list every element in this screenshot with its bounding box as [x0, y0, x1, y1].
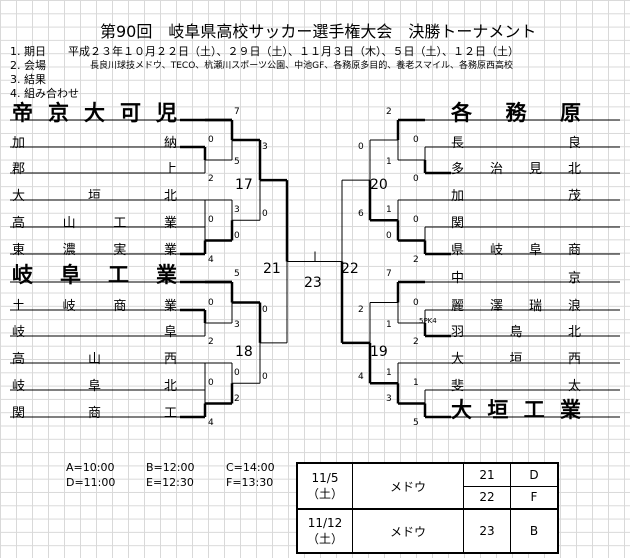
- right-score: 0: [413, 298, 419, 308]
- right-team-12: 大垣工業: [451, 398, 581, 422]
- left-team-7: 岐阜工業: [12, 263, 177, 287]
- left-team-5: 高山工業: [12, 216, 177, 231]
- left-team-3: 郡上: [12, 162, 177, 177]
- schedule-table: 11/5（土） メドウ 21 D 22 F 11/12（土） メドウ 23 B: [296, 462, 559, 554]
- left-team-8: 土岐商業: [12, 299, 177, 314]
- left-score-r2: 3: [234, 320, 240, 330]
- info-venue-label: 2. 会場: [10, 59, 46, 72]
- right-score-qf: 0: [358, 142, 364, 152]
- left-team-1: 帝京大可児: [12, 101, 177, 125]
- schedule-game-slot: F: [510, 485, 559, 510]
- left-score-qf: 3: [262, 142, 268, 152]
- right-team-7: 中京: [451, 271, 581, 286]
- match-21: 21: [263, 261, 281, 277]
- right-score: 0: [413, 174, 419, 184]
- right-team-1: 各務原: [451, 101, 581, 125]
- right-score-r2: 1: [386, 320, 392, 330]
- match-17: 17: [235, 177, 253, 193]
- schedule-game-no: 22: [463, 485, 511, 510]
- schedule-game-no: 21: [463, 462, 511, 487]
- schedule-date-2: 11/12（土）: [296, 508, 353, 554]
- right-score-qf: 4: [358, 372, 364, 383]
- left-score-r2: 5: [234, 157, 240, 167]
- info-venue-detail: 長良川球技メドウ、TECO、杭瀬川スポーツ公園、中池GF、各務原多目的、養老スマ…: [90, 61, 513, 71]
- right-score-qf: 6: [358, 209, 364, 220]
- match-23: 23: [304, 275, 322, 291]
- right-team-2: 長良: [451, 136, 581, 151]
- match-19: 19: [370, 344, 388, 360]
- left-score: 5: [234, 269, 240, 279]
- left-score: 4: [208, 255, 214, 265]
- schedule-venue-1: メドウ: [352, 462, 464, 510]
- left-team-12: 関商工: [12, 406, 177, 421]
- right-team-11: 斐太: [451, 379, 581, 394]
- info-dates: 1. 期日 平成２３年１０月２２日（土）、２９日（土）、１１月３日（木）、５日（…: [10, 45, 519, 58]
- right-score: 0: [413, 135, 419, 145]
- left-team-4: 大垣北: [12, 189, 177, 204]
- schedule-game-slot: B: [510, 508, 559, 554]
- info-result: 3. 結果: [10, 73, 46, 86]
- left-score: 0: [208, 135, 214, 145]
- match-20: 20: [370, 177, 388, 193]
- left-score: 0: [208, 378, 214, 388]
- left-team-11: 岐阜北: [12, 379, 177, 394]
- left-score: 2: [208, 174, 214, 184]
- left-score: 2: [208, 337, 214, 347]
- time-d: D=11:00: [66, 476, 116, 489]
- time-c: C=14:00: [226, 461, 275, 474]
- schedule-game-no: 23: [463, 508, 511, 554]
- left-score: 4: [208, 418, 214, 428]
- left-score: 0: [234, 368, 240, 378]
- schedule-venue-2: メドウ: [352, 508, 464, 554]
- pk-note: 5PK4: [419, 317, 437, 325]
- right-score: 5: [413, 418, 419, 428]
- left-score: 3: [234, 205, 240, 215]
- right-score: 7: [386, 269, 392, 279]
- left-score: 0: [208, 298, 214, 308]
- left-score-r2: 0: [234, 230, 240, 241]
- right-score: 1: [386, 368, 392, 378]
- right-team-4: 加茂: [451, 189, 581, 204]
- left-score-qf: 0: [262, 372, 268, 383]
- time-b: B=12:00: [146, 461, 195, 474]
- right-team-10: 大垣西: [451, 352, 581, 367]
- match-22: 22: [341, 261, 359, 277]
- right-team-8: 麗澤瑞浪: [451, 299, 581, 314]
- left-score-r2: 2: [234, 393, 240, 404]
- right-score: 1: [386, 205, 392, 215]
- left-team-9: 岐阜: [12, 325, 177, 340]
- left-score-qf: 0: [262, 209, 268, 220]
- right-team-6: 県岐阜商: [451, 243, 581, 258]
- right-team-5: 関: [451, 216, 465, 231]
- right-team-9: 羽島北: [451, 325, 581, 340]
- left-team-2: 加納: [12, 136, 177, 151]
- right-score: 2: [413, 337, 419, 347]
- left-score: 7: [234, 107, 240, 117]
- info-draw: 4. 組み合わせ: [10, 87, 79, 100]
- schedule-game-slot: D: [510, 462, 559, 487]
- time-e: E=12:30: [146, 476, 194, 489]
- right-score: 2: [386, 107, 392, 117]
- left-team-10: 高山西: [12, 352, 177, 367]
- right-score-r2: 3: [386, 393, 392, 404]
- left-team-6: 東濃実業: [12, 243, 177, 258]
- time-a: A=10:00: [66, 461, 115, 474]
- schedule-date-1: 11/5（土）: [296, 462, 353, 510]
- right-score: 0: [413, 215, 419, 225]
- right-score-r2: 0: [386, 230, 392, 241]
- time-f: F=13:30: [226, 476, 274, 489]
- right-team-3: 多治見北: [451, 162, 581, 177]
- right-score-qf: 2: [358, 304, 364, 315]
- right-score-r2: 1: [386, 157, 392, 167]
- right-score: 2: [413, 255, 419, 265]
- right-score: 1: [413, 378, 419, 388]
- left-score: 0: [208, 215, 214, 225]
- match-18: 18: [235, 344, 253, 360]
- left-score-qf: 0: [262, 304, 268, 315]
- page-title: 第90回 岐阜県高校サッカー選手権大会 決勝トーナメント: [100, 22, 537, 41]
